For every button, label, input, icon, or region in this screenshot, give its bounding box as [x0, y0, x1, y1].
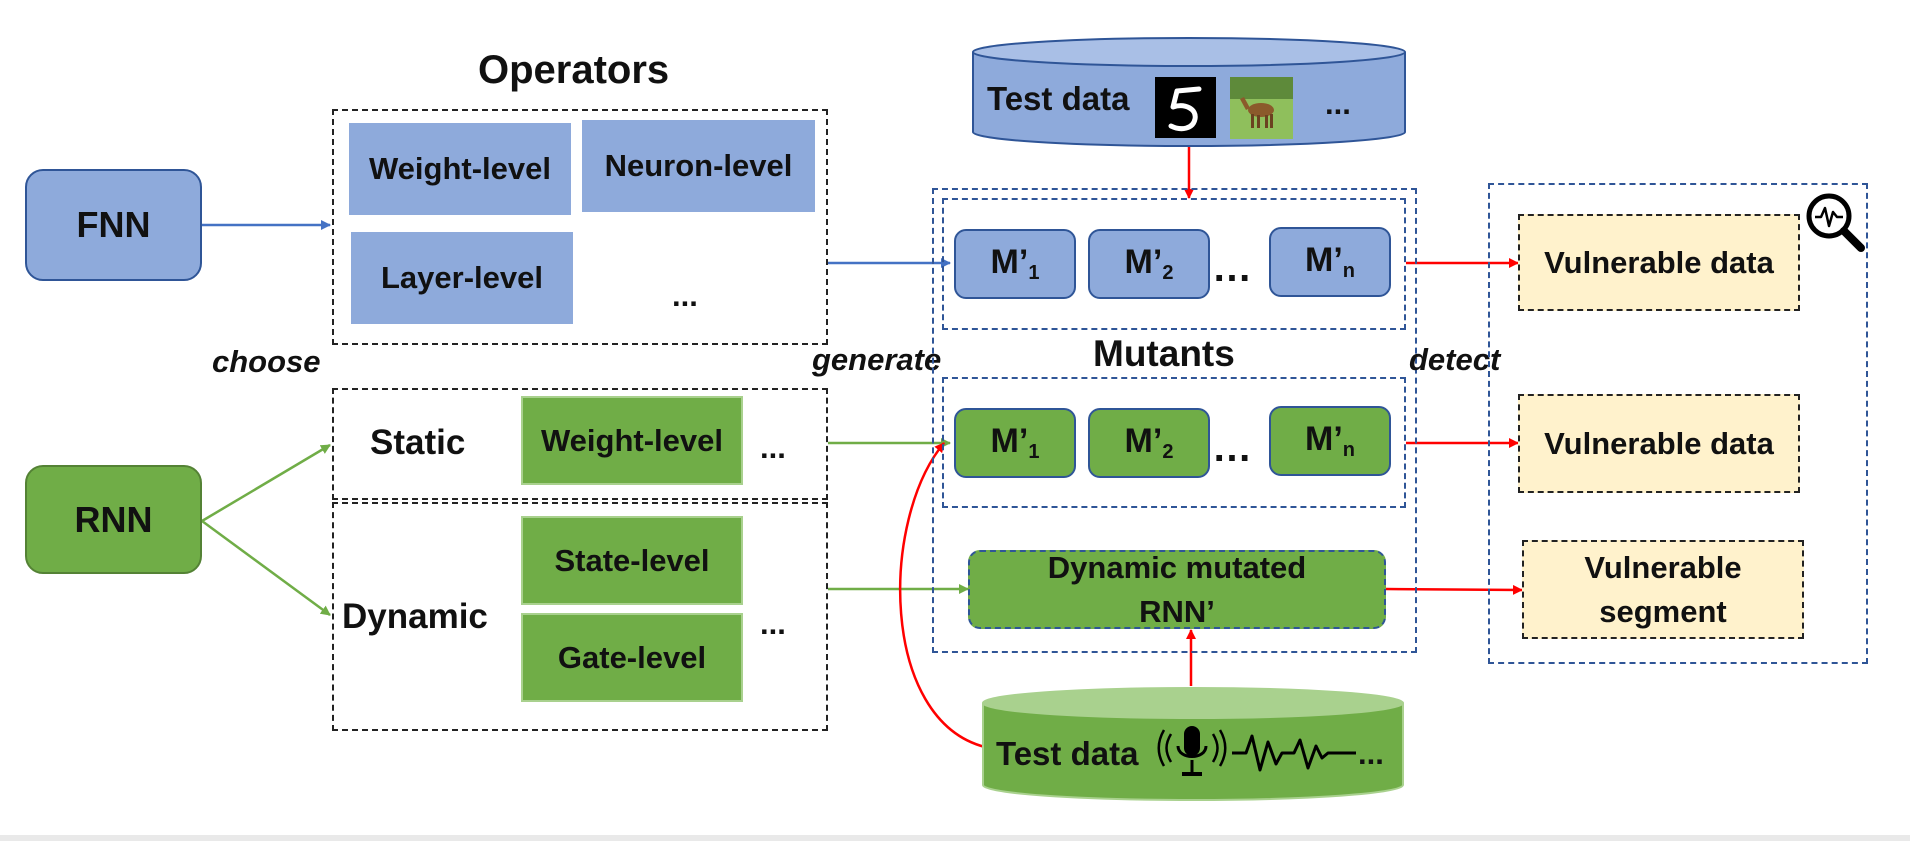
mutant-green-mn-label: M’: [1305, 420, 1343, 458]
mutant-blue-m2-label: M’: [1124, 243, 1163, 281]
mutant-green-m1: M’1: [954, 408, 1076, 478]
vulnerable-segment: Vulnerable segment: [1522, 540, 1804, 639]
mutant-blue-m2: M’2: [1088, 229, 1210, 299]
microphone-icon: [1157, 726, 1227, 776]
rnn-static-operators-group: [332, 388, 828, 500]
detection-region: [1488, 183, 1868, 664]
mutant-blue-m2-sub: 2: [1162, 262, 1174, 284]
mutants-region: [932, 188, 1417, 653]
fnn-weight-level-operator: Weight-level: [349, 123, 571, 215]
dynamic-label: Dynamic: [342, 597, 488, 636]
rnn-state-level-operator: State-level: [521, 516, 743, 605]
mutant-blue-m1: M’1: [954, 229, 1076, 299]
mutant-blue-mn: M’n: [1269, 227, 1391, 297]
mutant-green-m2: M’2: [1088, 408, 1210, 478]
mutant-green-mn-sub: n: [1342, 439, 1355, 461]
fnn-label: FNN: [76, 204, 151, 245]
vulnerable-segment-line2: segment: [1599, 593, 1727, 629]
mutant-green-m1-sub: 1: [1028, 441, 1040, 463]
mutant-blue-m1-label: M’: [990, 243, 1029, 281]
rnn-node: RNN: [25, 465, 202, 574]
test-data-bottom-ellipsis: ...: [1358, 736, 1384, 771]
fnn-operators-ellipsis: ...: [672, 278, 698, 313]
mutant-blue-mn-sub: n: [1342, 260, 1355, 282]
operators-title: Operators: [478, 48, 670, 92]
fnn-node: FNN: [25, 169, 202, 281]
detect-label: detect: [1409, 342, 1501, 377]
arrow-rnn-to-dynamic: [201, 519, 331, 617]
static-ellipsis: ...: [760, 430, 786, 465]
rnn-gate-level-operator: Gate-level: [521, 613, 743, 702]
mutant-green-m2-sub: 2: [1162, 441, 1174, 463]
fnn-layer-level-operator: Layer-level: [351, 232, 573, 324]
static-label: Static: [370, 423, 466, 462]
mutants-blue-group: [942, 198, 1406, 330]
test-data-bottom-label: Test data: [996, 735, 1139, 772]
mutant-blue-mn-label: M’: [1305, 241, 1343, 279]
arrow-rnn-to-static: [201, 443, 331, 523]
test-data-top-label: Test data: [987, 80, 1130, 117]
mutants-green-group: [942, 377, 1406, 508]
mutant-green-m1-label: M’: [990, 422, 1029, 460]
generate-label: generate: [812, 342, 942, 377]
vulnerable-segment-line1: Vulnerable: [1584, 549, 1742, 585]
mutant-green-dots: …: [1212, 426, 1252, 470]
arrow-dynamic-rnn-to-segment: [1385, 584, 1523, 595]
mutant-blue-m1-sub: 1: [1028, 262, 1040, 284]
fnn-neuron-level-operator: Neuron-level: [582, 120, 815, 212]
magnifier-analysis-icon: [1806, 193, 1865, 252]
vulnerable-data-2: Vulnerable data: [1518, 394, 1800, 493]
rnn-label: RNN: [74, 498, 153, 540]
digit-five-image-icon: [1155, 77, 1216, 138]
dynamic-mutated-rnn: Dynamic mutated RNN’: [968, 550, 1386, 629]
vulnerable-data-1: Vulnerable data: [1518, 214, 1800, 311]
test-data-top-ellipsis: ...: [1325, 86, 1351, 121]
waveform-icon: [1232, 734, 1356, 772]
mutant-green-mn: M’n: [1269, 406, 1391, 476]
arrow-testdata-bottom-curve-to-mutants: [898, 442, 986, 749]
mutants-title: Mutants: [1093, 333, 1235, 374]
rnn-static-weight-level-operator: Weight-level: [521, 396, 743, 485]
horse-image-icon: [1230, 77, 1293, 139]
rnn-dynamic-operators-group: [332, 502, 828, 731]
dynamic-mutated-rnn-line2: RNN’: [1139, 593, 1215, 629]
bottom-border-strip: [0, 835, 1910, 841]
fnn-operators-group: [332, 109, 828, 345]
mutant-blue-dots: …: [1212, 246, 1252, 290]
mutant-green-m2-label: M’: [1124, 422, 1163, 460]
dynamic-ellipsis: ...: [760, 606, 786, 641]
dynamic-mutated-rnn-line1: Dynamic mutated: [1047, 549, 1307, 585]
choose-label: choose: [212, 344, 321, 379]
